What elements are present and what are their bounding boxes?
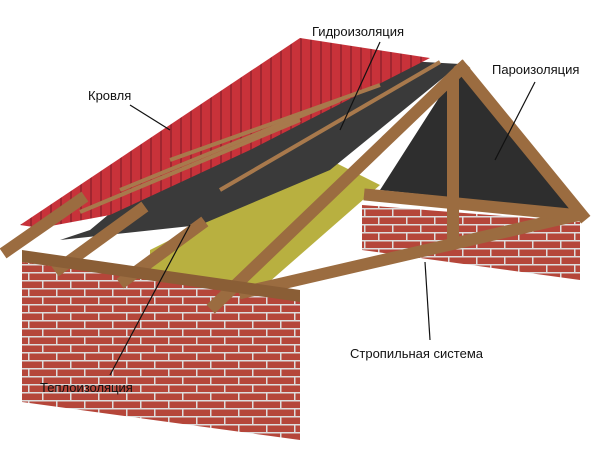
label-roofing: Кровля <box>88 88 132 103</box>
front-brick-wall <box>22 262 300 440</box>
leader-lines <box>109 41 536 376</box>
label-vapor-barrier: Пароизоляция <box>492 62 580 77</box>
label-rafter-system: Стропильная система <box>350 346 483 361</box>
rafter-system <box>0 59 591 314</box>
label-thermal-insulation: Теплоизоляция <box>40 380 133 395</box>
label-waterproofing: Гидроизоляция <box>312 24 405 39</box>
wall-plate <box>22 250 300 302</box>
insulation-layer <box>150 160 380 290</box>
waterproofing-membrane <box>60 55 460 240</box>
roof-tiles <box>20 38 430 228</box>
battens <box>79 60 442 214</box>
vapor-barrier <box>380 65 575 210</box>
